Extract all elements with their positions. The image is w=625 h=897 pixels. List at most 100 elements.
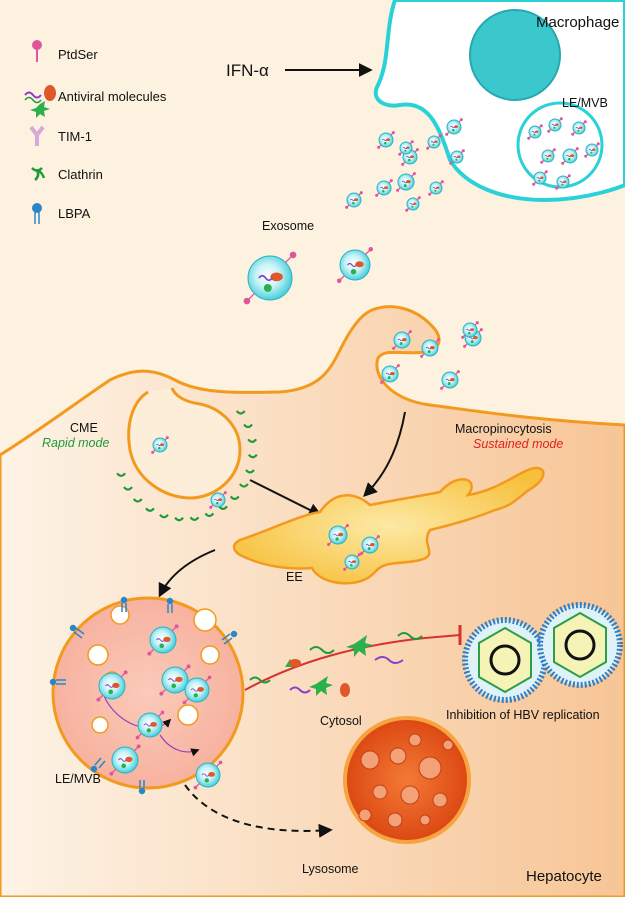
macrophage-le-mvb-label: LE/MVB (562, 96, 608, 110)
hbv-particle-2 (537, 602, 623, 688)
exosome (135, 710, 165, 740)
exosome (445, 118, 463, 136)
exosome (555, 174, 571, 190)
exosome (343, 553, 361, 571)
exosome (449, 149, 465, 165)
clathrin-triskelion (247, 454, 258, 459)
exosome (440, 370, 460, 390)
clathrin-triskelion (239, 483, 249, 488)
exosome (377, 131, 395, 149)
clathrin-icon (31, 167, 46, 181)
exosome (405, 196, 421, 212)
exosome (243, 251, 297, 305)
exosome (337, 247, 373, 283)
exosome (380, 364, 400, 384)
lbpa-markers (49, 596, 238, 795)
exosome (540, 148, 556, 164)
clathrin-triskelion (235, 410, 246, 415)
exosome (375, 179, 393, 197)
hepatocyte-label: Hepatocyte (526, 868, 602, 885)
exosome (327, 524, 349, 546)
exosome (584, 142, 600, 158)
exosome (428, 180, 444, 196)
lbpa-icon (32, 203, 42, 224)
cytosol-antiviral-molecules (249, 632, 423, 697)
fusion-arrow (101, 689, 172, 729)
clathrin-triskelion (189, 516, 200, 521)
exosome (147, 624, 179, 656)
rapid-mode-label: Rapid mode (42, 436, 110, 450)
clathrin-triskelion (116, 472, 126, 477)
sustained-mode-label: Sustained mode (473, 437, 564, 451)
macrophage-nucleus (469, 9, 561, 101)
exosome (527, 124, 543, 140)
clathrin-triskelion (145, 507, 155, 512)
mvb-vesicle (177, 704, 199, 726)
legend-clathrin-label: Clathrin (58, 167, 103, 182)
mvb-vesicle (87, 644, 109, 666)
hepatocyte-le-mvb-label: LE/MVB (55, 772, 101, 786)
ifn-label: IFN-α (226, 61, 269, 80)
exosome (571, 120, 587, 136)
ee-to-mvb-arrow (158, 549, 216, 598)
legend-ptdser-label: PtdSer (58, 47, 98, 62)
exosome (420, 338, 440, 358)
clathrin-triskelion (243, 423, 253, 429)
inhibition-label: Inhibition of HBV replication (446, 708, 600, 722)
antiviral-molecules-icon (24, 85, 56, 118)
hbv-particle-1 (462, 617, 548, 703)
exosome (532, 170, 548, 186)
exosome (547, 117, 563, 133)
exosome (109, 744, 141, 776)
exosome (209, 491, 227, 509)
exosome-group (96, 117, 600, 790)
clathrin-triskelion (247, 438, 258, 443)
lysosome-particles (358, 733, 454, 828)
lysosome-label: Lysosome (302, 862, 359, 876)
hepatocyte-cell (0, 305, 625, 897)
exosome (561, 147, 579, 165)
ee-label: EE (286, 570, 303, 584)
clathrin-triskelion (132, 498, 143, 503)
exosome (182, 675, 212, 705)
exosome (401, 148, 419, 166)
exosome (159, 664, 191, 696)
mvb-vesicle (110, 605, 130, 625)
lysosome (343, 716, 471, 844)
exosome-label: Exosome (262, 219, 315, 233)
macrophage-label: Macrophage (536, 14, 620, 31)
cme-pit (127, 387, 242, 500)
mvb-to-lysosome-dashed-arrow (184, 784, 333, 838)
exosome (360, 535, 380, 555)
exosome (463, 328, 483, 348)
exosome (398, 140, 414, 156)
exosome (193, 760, 223, 790)
clathrin-triskelion (245, 469, 255, 474)
cytosol-label: Cytosol (320, 714, 362, 728)
cme-label: CME (70, 421, 98, 435)
legend-antiviral-label: Antiviral molecules (58, 89, 167, 104)
early-endosome (232, 466, 545, 585)
legend-tim1-label: TIM-1 (58, 129, 92, 144)
clathrin-triskelion (159, 513, 169, 519)
exosome (151, 436, 169, 454)
clathrin-triskelion (204, 512, 215, 518)
exosome (461, 321, 479, 339)
exosome (96, 670, 128, 702)
clathrin-triskelion (229, 495, 240, 500)
exosome (426, 134, 442, 150)
fusion-arrow (159, 734, 200, 757)
mvb-vesicle (200, 645, 220, 665)
clathrin-triskelion (174, 517, 184, 522)
legend-lbpa-label: LBPA (58, 206, 91, 221)
clathrin-coat (116, 410, 258, 522)
tim1-receptor-icon (29, 125, 45, 146)
macropinocytosis-arrow (363, 411, 406, 497)
exosome (396, 172, 416, 192)
ptdser-icon (32, 40, 42, 62)
exosome (392, 330, 412, 350)
clathrin-triskelion (123, 486, 133, 491)
mvb-vesicle (91, 716, 109, 734)
